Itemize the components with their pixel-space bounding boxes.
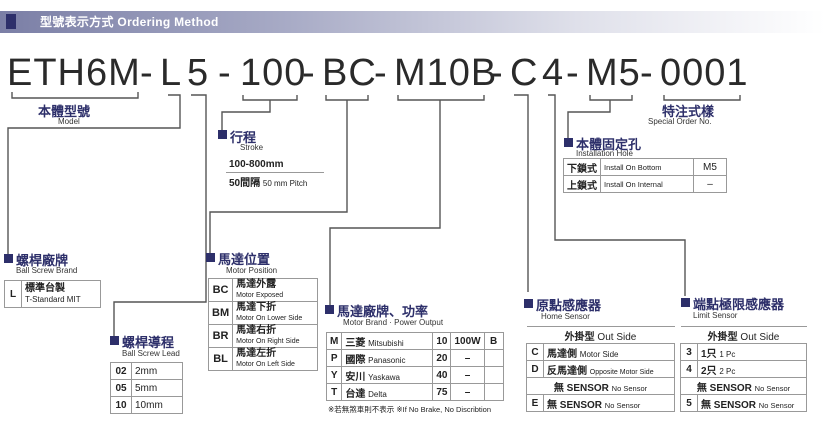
- install-title: 本體固定孔: [576, 137, 642, 152]
- motorbrand-note: ※若無煞車則不表示 ※If No Brake, No Discribtion: [328, 405, 492, 414]
- header-bar: [0, 11, 825, 33]
- code-series: ETH6M: [7, 52, 141, 94]
- motorbrand-title: 馬達廠牌、功率: [337, 304, 429, 319]
- table-row: 無 SENSOR No Sensor: [526, 377, 675, 395]
- motorpos-subtitle: Motor Position: [226, 266, 278, 275]
- model-title: 本體型號: [38, 104, 91, 119]
- model-subtitle: Model: [58, 117, 80, 126]
- code-dash-5: -: [490, 52, 504, 94]
- special-subtitle: Special Order No.: [648, 117, 712, 126]
- code-dash-2: -: [218, 52, 232, 94]
- home-title: 原點感應器: [536, 298, 602, 313]
- table-row: 外掛型 Out Side: [526, 326, 675, 344]
- code-stroke: 100: [240, 52, 307, 94]
- code-lead: 5: [187, 52, 210, 94]
- code-ballscrew: L: [160, 52, 183, 94]
- stroke-subtitle: Stroke: [240, 143, 264, 152]
- table-row: 下鎖式 Install On Bottom M5: [563, 158, 727, 176]
- limit-subtitle: Limit Sensor: [693, 311, 738, 320]
- ballscrew-marker: [4, 254, 13, 263]
- ballscrew-title: 螺桿廠牌: [16, 253, 69, 268]
- code-dash-3: -: [302, 52, 316, 94]
- limit-title: 端點極限感應器: [693, 297, 785, 312]
- motorpos-marker: [206, 253, 215, 262]
- table-row: 上鎖式 Install On Internal –: [563, 175, 727, 193]
- stroke-marker: [218, 130, 227, 139]
- lead-subtitle: Ball Screw Lead: [122, 349, 180, 358]
- limit-marker: [681, 298, 690, 307]
- motorbrand-marker: [325, 305, 334, 314]
- lead-marker: [110, 336, 119, 345]
- code-install: M5: [586, 52, 641, 94]
- install-subtitle: Installation Hole: [576, 149, 633, 158]
- code-special: 0001: [660, 52, 749, 94]
- code-dash-6: -: [566, 52, 580, 94]
- table-row: 50間隔 50 mm Pitch: [229, 177, 308, 189]
- code-motorpos: BC: [322, 52, 377, 94]
- stroke-title: 行程: [230, 130, 257, 145]
- motorbrand-subtitle: Motor Brand · Power Output: [343, 318, 444, 327]
- table-row: 100-800mm: [226, 156, 324, 173]
- motorpos-title: 馬達位置: [218, 252, 271, 267]
- header-title: 型號表示方式 Ordering Method: [40, 15, 219, 29]
- stroke-table: 100-800mm 50間隔 50 mm Pitch: [226, 156, 324, 189]
- table-row: 無 SENSOR No Sensor: [680, 377, 807, 395]
- lead-title: 螺桿導程: [122, 335, 175, 350]
- special-title: 特注式樣: [662, 104, 715, 119]
- code-motorbrand: M10B: [394, 52, 498, 94]
- code-limit: 4: [542, 52, 565, 94]
- code-home: C: [510, 52, 539, 94]
- install-table: 下鎖式 Install On Bottom M5 上鎖式 Install On …: [563, 158, 727, 193]
- header-marker: [6, 14, 16, 29]
- table-row: 外掛型 Out Side: [680, 326, 807, 344]
- code-dash-7: -: [640, 52, 654, 94]
- home-marker: [524, 299, 533, 308]
- code-dash-4: -: [374, 52, 388, 94]
- install-marker: [564, 138, 573, 147]
- code-dash-1: -: [140, 52, 154, 94]
- ballscrew-subtitle: Ball Screw Brand: [16, 266, 78, 275]
- home-subtitle: Home Sensor: [541, 312, 590, 321]
